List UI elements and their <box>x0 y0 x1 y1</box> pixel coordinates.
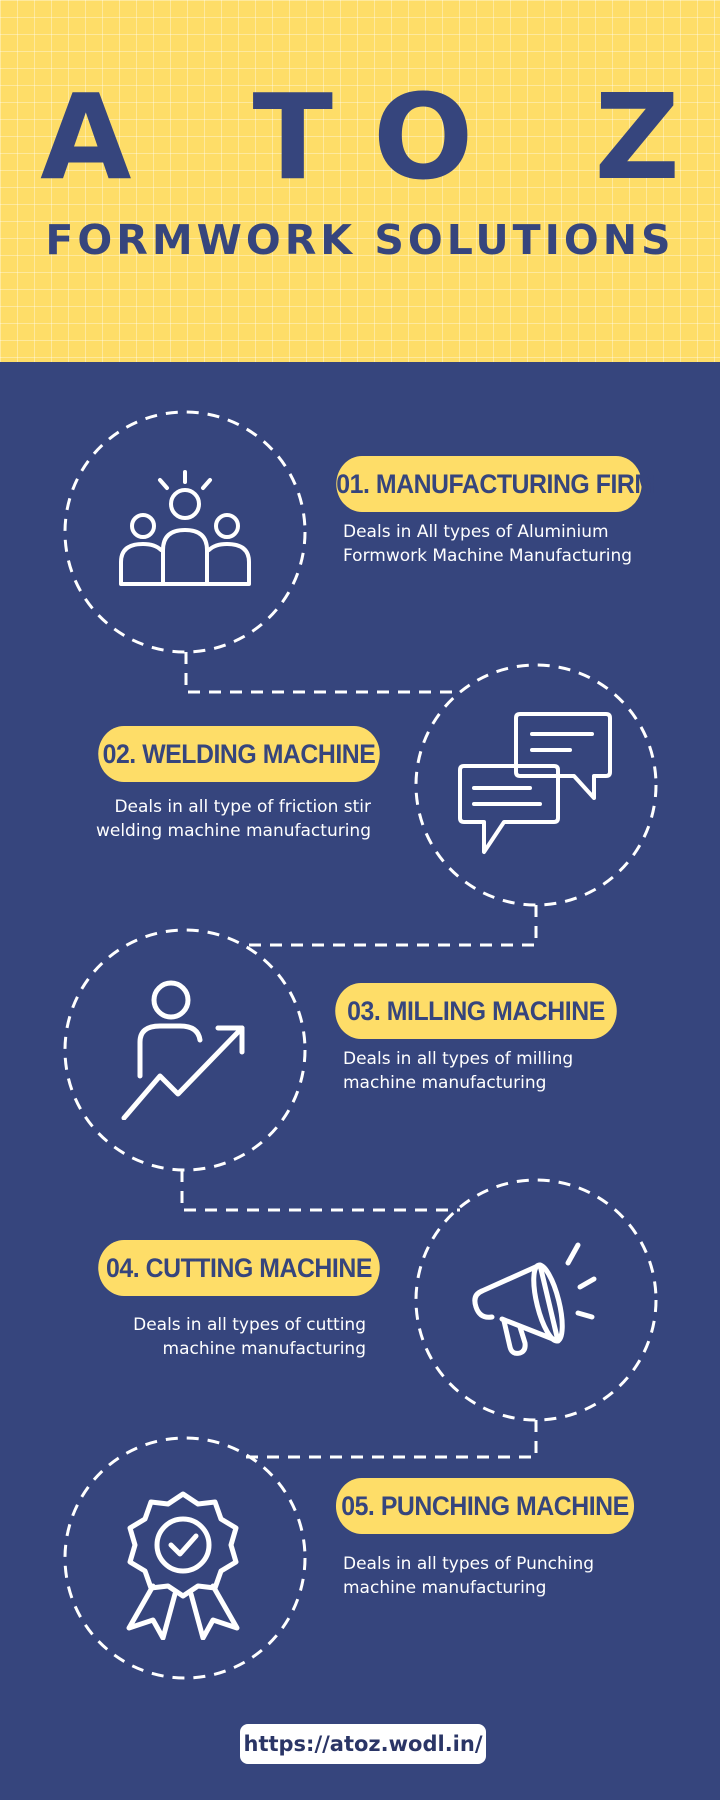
step-1-description: Deals in All types of Aluminium Formwork… <box>343 522 633 566</box>
connector-4-5 <box>245 1420 538 1459</box>
header-banner: A TO Z FORMWORK SOLUTIONS <box>0 0 720 362</box>
step-4-description: Deals in all types of cutting machine ma… <box>133 1315 366 1359</box>
step-4-heading: 04. CUTTING MACHINE <box>98 1240 380 1296</box>
step-2-heading: 02. WELDING MACHINE <box>98 726 380 782</box>
step-3-description: Deals in all types of milling machine ma… <box>343 1049 574 1093</box>
step-5-circle <box>63 1436 307 1680</box>
step-3-heading: 03. MILLING MACHINE <box>335 983 617 1039</box>
step-2-description: Deals in all type of friction stir weldi… <box>95 797 371 841</box>
connector-1-2 <box>184 652 460 694</box>
step-2-circle <box>414 663 658 907</box>
step-1-circle <box>63 410 307 654</box>
chat-bubbles-icon <box>458 712 612 854</box>
step-3-circle <box>63 928 307 1172</box>
step-5-description: Deals in all types of Punching machine m… <box>343 1554 595 1598</box>
website-link[interactable]: https://atoz.wodl.in/ <box>240 1724 486 1764</box>
growth-person-icon <box>121 980 245 1120</box>
step-5-heading: 05. PUNCHING MACHINE <box>335 1478 635 1534</box>
connector-3-4 <box>180 1170 460 1212</box>
step-4-circle <box>414 1178 658 1422</box>
award-badge-icon <box>126 1491 240 1640</box>
connector-2-3 <box>245 905 538 947</box>
team-icon <box>119 470 251 586</box>
megaphone-icon <box>472 1242 597 1356</box>
step-1-heading: 01. MANUFACTURING FIRM <box>336 456 655 512</box>
page-subtitle: FORMWORK SOLUTIONS <box>45 216 675 264</box>
page-title: A TO Z <box>40 68 720 206</box>
